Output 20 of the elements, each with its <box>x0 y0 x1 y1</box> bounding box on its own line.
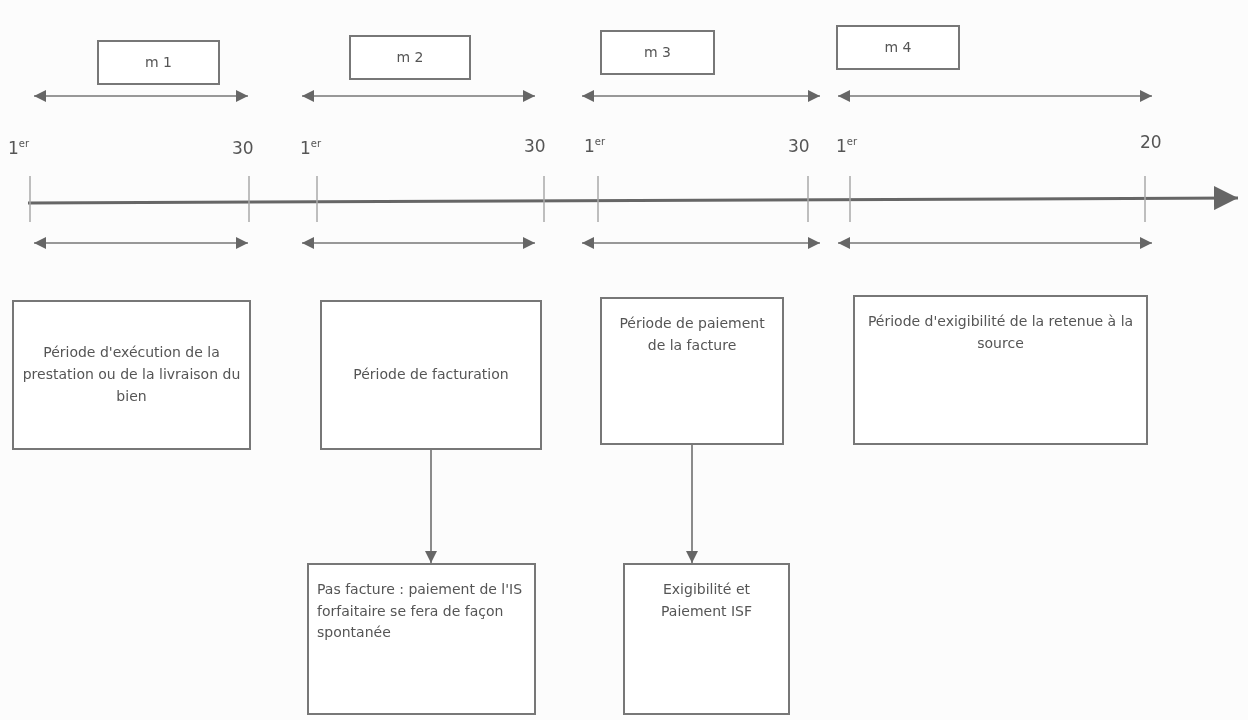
text-box: Pas facture : paiement de l'IS forfaitaire se fera de façon spontanée <box>307 563 536 715</box>
arrow <box>425 449 437 564</box>
text-box: Période d'exigibilité de la retenue à la source <box>853 295 1148 445</box>
tick-label: 20 <box>1140 132 1162 152</box>
arrow <box>686 444 698 564</box>
text-box: Période d'exécution de la prestation ou de la livraison du bien <box>12 300 251 450</box>
tick-label: 30 <box>232 138 254 158</box>
tick-label: 30 <box>788 136 810 156</box>
tick-label: 1$^{er}$ <box>836 136 858 156</box>
text-box: Période de facturation <box>320 300 542 450</box>
month-box: m 1 <box>97 40 220 85</box>
month-box: m 2 <box>349 35 471 80</box>
month-box: m 3 <box>600 30 715 75</box>
tick-label: 1$^{er}$ <box>300 138 322 158</box>
tick-label: 1$^{er}$ <box>584 136 606 156</box>
month-box: m 4 <box>836 25 960 70</box>
tick-label: 30 <box>524 136 546 156</box>
text-box: Période de paiement de la facture <box>600 297 784 445</box>
tick-label: 1$^{er}$ <box>8 138 30 158</box>
text-box: Exigibilité et Paiement ISF <box>623 563 790 715</box>
